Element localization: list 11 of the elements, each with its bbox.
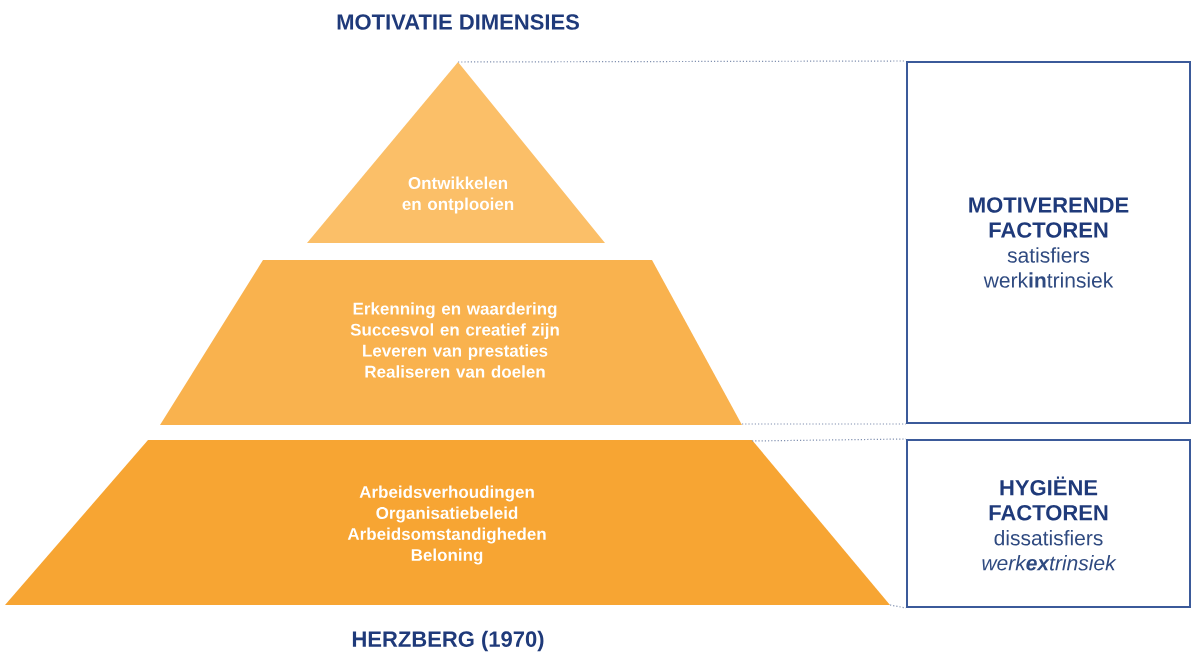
guide-line	[889, 604, 907, 609]
title: MOTIVATIE DIMENSIES	[337, 14, 579, 30]
factor-box: HYGIËNE FACTOREN dissatisfiers werkextrinsiek	[906, 439, 1191, 608]
guide-line	[751, 438, 907, 442]
guide-line	[741, 423, 907, 425]
pyramid-base-layer: Arbeidsverhoudingen Organisatiebeleid Arbeidsomstandigheden Beloning	[5, 440, 890, 605]
factor-box: MOTIVERENDE FACTOREN satisfiers werkintrinsiek	[906, 61, 1191, 424]
pyramid-middle-layer: Erkenning en waardering Succesvol en creatief zijn Leveren van prestaties Realiseren van doelen	[160, 260, 742, 425]
pyramid-top-layer: Ontwikkelen en ontplooien	[307, 62, 605, 243]
caption: HERZBERG (1970)	[352, 630, 544, 652]
guide-line	[457, 60, 907, 63]
